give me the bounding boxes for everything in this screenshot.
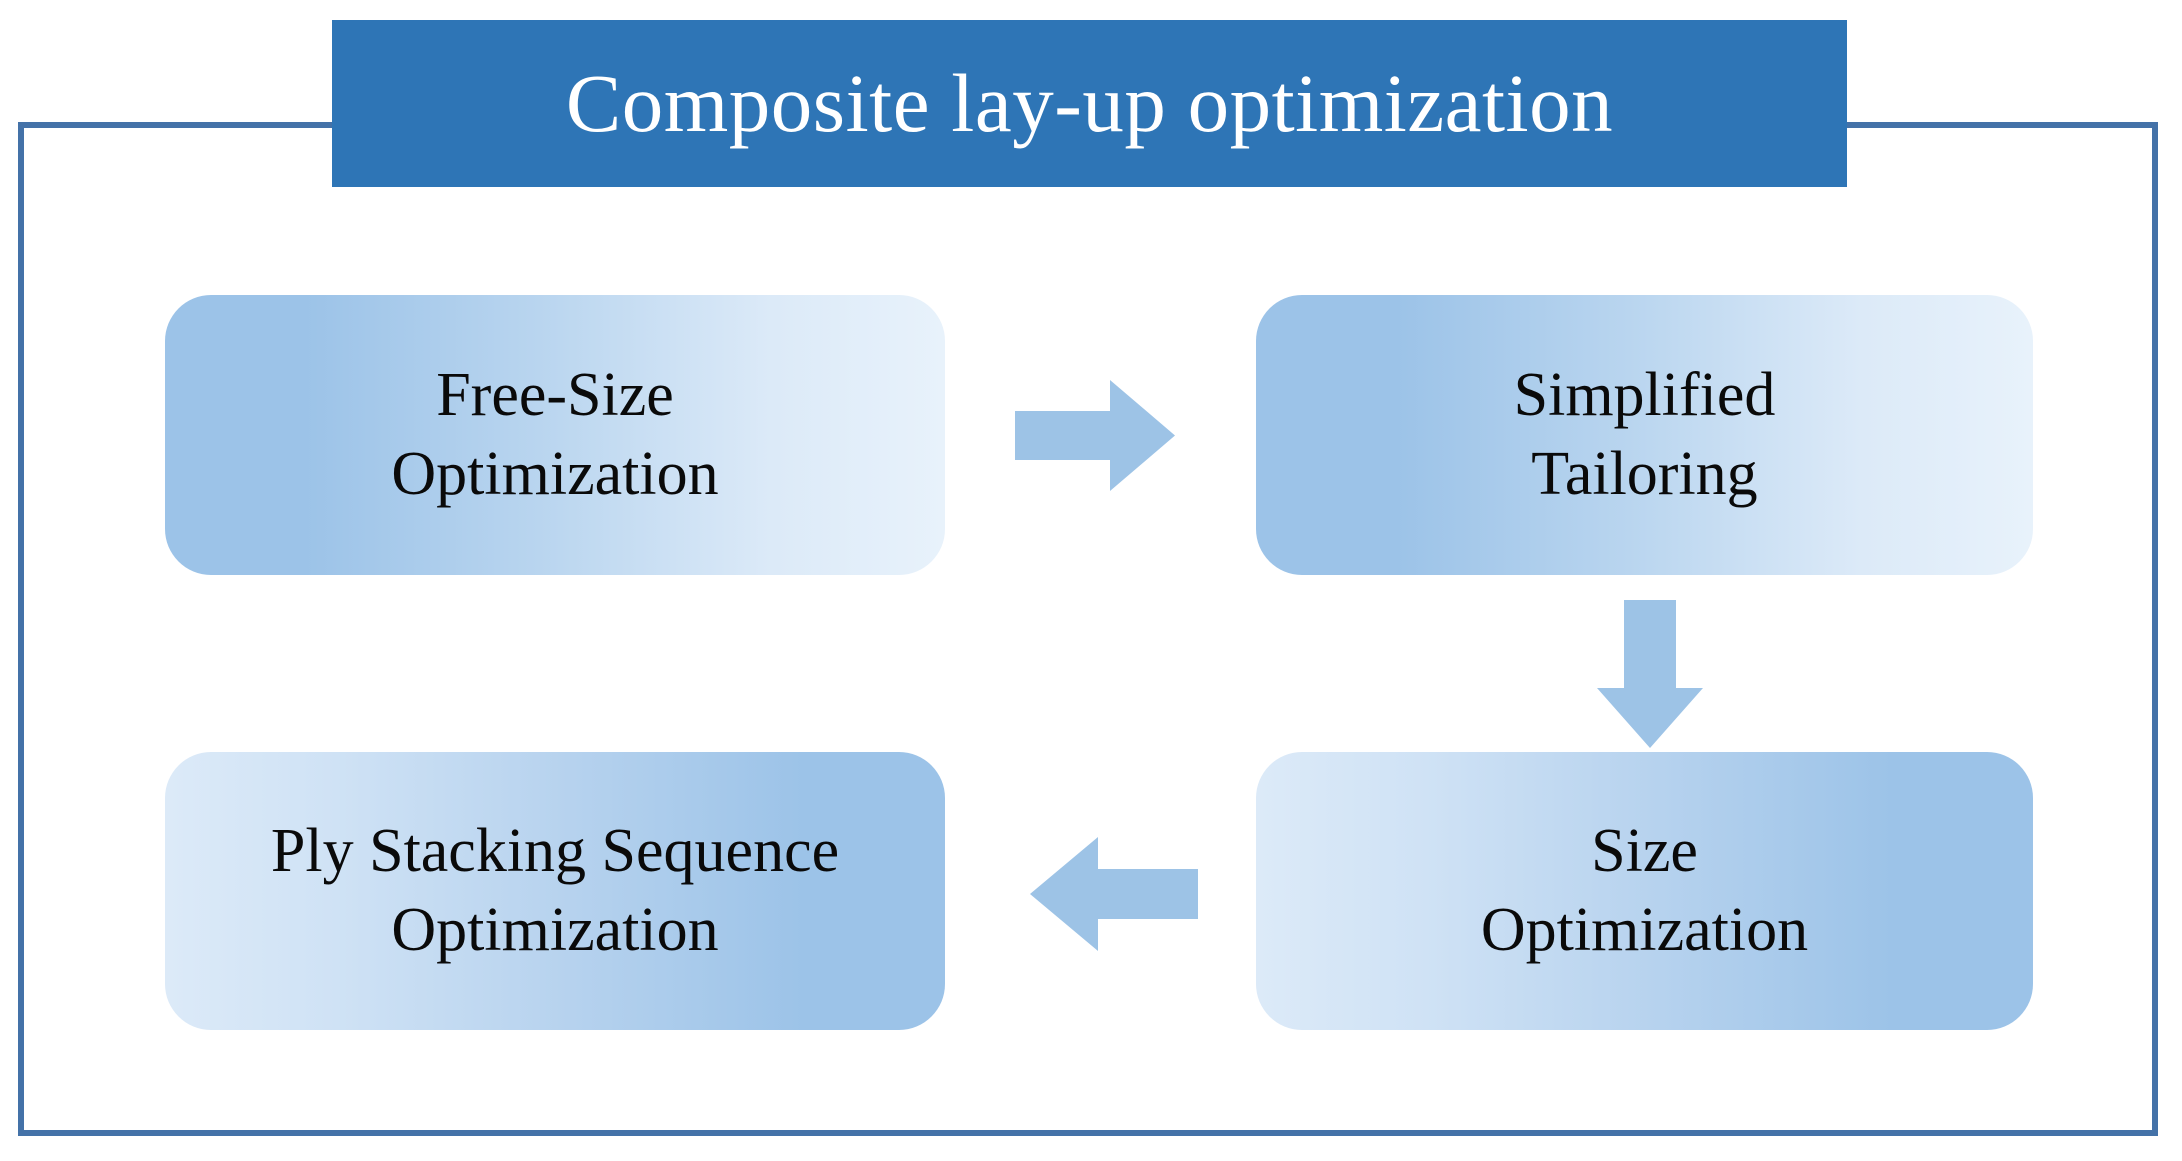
process-box-simplified-tailoring[interactable]: Simplified Tailoring [1256, 295, 2033, 575]
process-box-ply-stacking-sequence-optimization[interactable]: Ply Stacking Sequence Optimization [165, 752, 945, 1030]
diagram-title: Composite lay-up optimization [565, 57, 1614, 149]
process-box-free-size-optimization[interactable]: Free-Size Optimization [165, 295, 945, 575]
arrow-down-icon [1595, 600, 1705, 748]
process-box-size-optimization[interactable]: Size Optimization [1256, 752, 2033, 1030]
arrow-left-icon [1030, 835, 1198, 953]
process-box-label: Ply Stacking Sequence Optimization [270, 816, 840, 964]
process-box-label: Simplified Tailoring [1513, 360, 1776, 508]
arrow-right-icon [1015, 378, 1175, 493]
diagram-title-banner: Composite lay-up optimization [332, 20, 1847, 187]
process-box-label: Free-Size Optimization [391, 360, 719, 508]
process-box-label: Size Optimization [1480, 816, 1809, 964]
